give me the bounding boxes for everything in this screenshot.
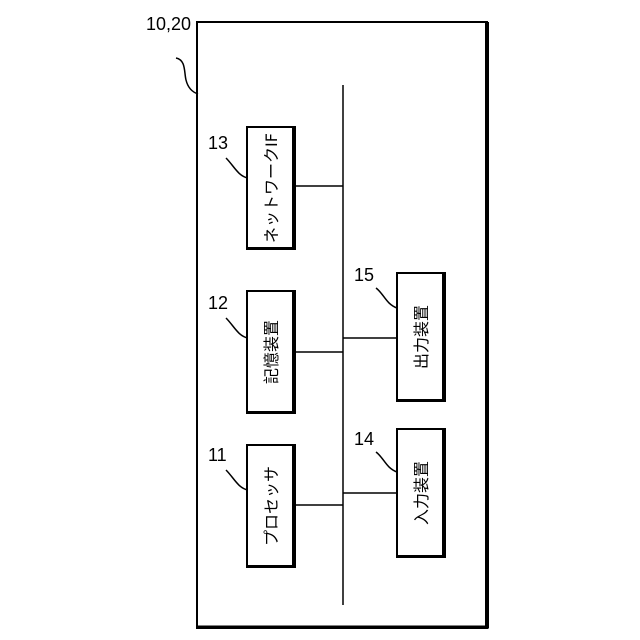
leader-15: [376, 288, 397, 308]
block-label: プロセッサ: [258, 465, 282, 545]
ref-storage: 12: [208, 293, 228, 314]
leader-12: [226, 318, 248, 338]
block-network-if: ネットワークIF: [246, 126, 296, 250]
block-input: 入力装置: [396, 428, 446, 558]
ref-input: 14: [354, 429, 374, 450]
block-label: 記憶装置: [258, 319, 282, 383]
block-label: 入力装置: [408, 460, 432, 524]
ref-processor: 11: [208, 445, 227, 466]
block-label: ネットワークIF: [258, 133, 282, 243]
block-processor: プロセッサ: [246, 444, 296, 568]
block-output: 出力装置: [396, 272, 446, 402]
leader-13: [226, 158, 248, 178]
leader-14: [376, 452, 397, 472]
ref-network-if: 13: [208, 133, 228, 154]
leader-11: [226, 470, 248, 490]
block-storage: 記憶装置: [246, 290, 296, 414]
ref-output: 15: [354, 265, 374, 286]
block-label: 出力装置: [408, 304, 432, 368]
leader-system: [176, 58, 198, 94]
ref-system: 10,20: [146, 14, 191, 35]
